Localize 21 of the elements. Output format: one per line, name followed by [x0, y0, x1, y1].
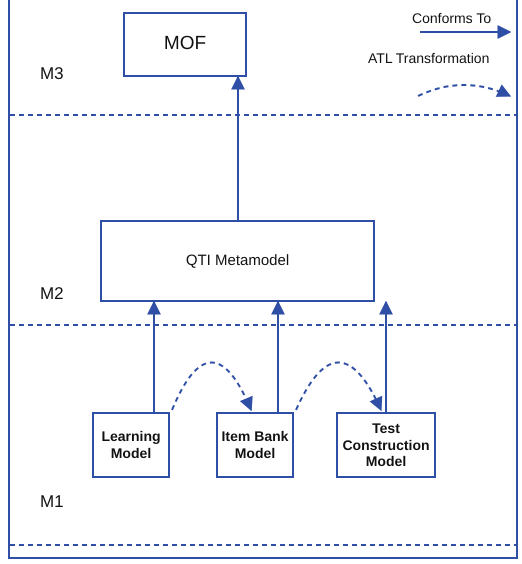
level-label: M1 — [40, 492, 64, 512]
dashed-arrow — [295, 362, 382, 412]
box-label: Item Bank Model — [220, 428, 290, 462]
legend-label: ATL Transformation — [368, 50, 490, 66]
model-box — [123, 12, 247, 77]
model-box — [216, 412, 294, 478]
level-label: M3 — [40, 64, 64, 84]
model-box — [92, 412, 170, 478]
model-box — [100, 220, 375, 302]
box-label: Test Construction Model — [341, 420, 431, 470]
model-box — [336, 412, 436, 478]
box-label: MOF — [164, 33, 206, 56]
arrow — [147, 300, 161, 412]
legend-label: Conforms To — [412, 10, 492, 26]
arrow — [231, 76, 245, 220]
arrow — [271, 300, 285, 412]
box-label: QTI Metamodel — [186, 252, 290, 270]
box-label: Learning Model — [100, 428, 162, 462]
arrow — [379, 300, 393, 412]
level-label: M2 — [40, 284, 64, 304]
dashed-arrow — [171, 362, 252, 412]
